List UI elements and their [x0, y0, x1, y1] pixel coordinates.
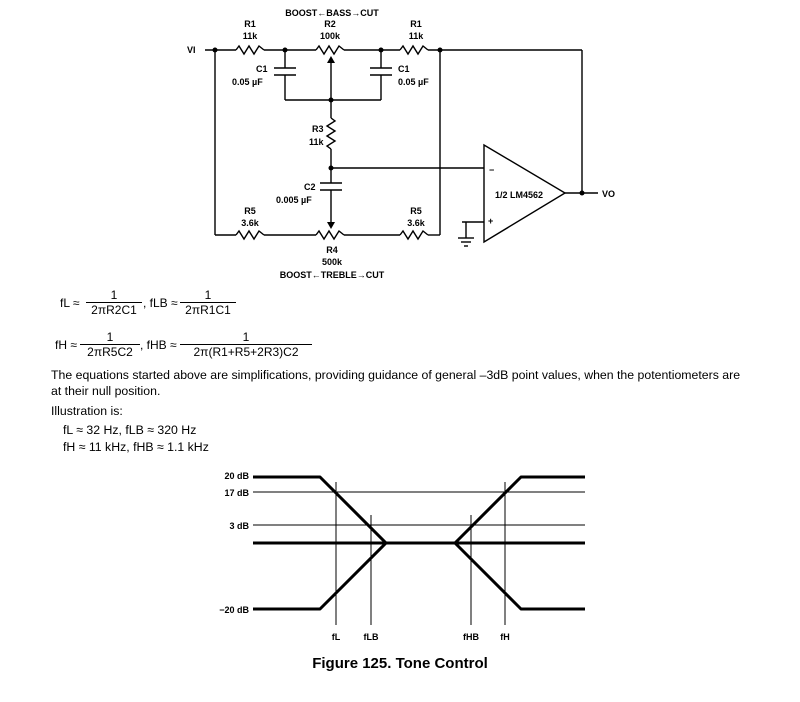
r5-left-name: R5 — [244, 206, 256, 216]
eq-fhb-lhs: , fHB ≈ — [140, 338, 177, 352]
treble-label: BOOST←TREBLE→CUT — [280, 270, 385, 280]
c1-left-value: 0.05 µF — [232, 77, 263, 87]
r3-value: 11k — [309, 137, 325, 147]
eq-fh-den: 2πR5C2 — [87, 345, 133, 359]
eq-flb-lhs: , fLB ≈ — [143, 296, 178, 310]
r1-left-name: R1 — [244, 19, 256, 29]
eq-fl-den: 2πR2C1 — [91, 303, 137, 317]
opamp-minus: − — [489, 165, 494, 175]
r1-right-value: 11k — [409, 31, 425, 41]
eq-fh-fraction: 1 2πR5C2 — [80, 330, 140, 359]
vout-label: VO — [602, 189, 615, 199]
c1-right-value: 0.05 µF — [398, 77, 429, 87]
r1-left-resistor — [235, 44, 265, 56]
bass-label: BOOST←BASS→CUT — [285, 8, 379, 18]
eq-fl-num: 1 — [110, 288, 118, 302]
c2-name: C2 — [304, 182, 316, 192]
r1-left-value: 11k — [243, 31, 259, 41]
y-label-17db: 17 dB — [224, 488, 249, 498]
eq-flb-fraction: 1 2πR1C1 — [180, 288, 236, 317]
y-label-20db: 20 dB — [224, 471, 249, 481]
eq-fhb-num: 1 — [242, 330, 250, 344]
r4-name: R4 — [326, 245, 338, 255]
eq-fh-lhs: fH ≈ — [55, 338, 77, 352]
eq-fl-lhs: fL ≈ — [60, 296, 80, 310]
r2-potentiometer — [315, 44, 345, 56]
r5-left-value: 3.6k — [241, 218, 260, 228]
eq-flb-num: 1 — [204, 288, 212, 302]
r5-right-name: R5 — [410, 206, 422, 216]
r4-value: 500k — [322, 257, 343, 267]
vin-label: VI — [187, 45, 196, 55]
r5-right-resistor — [399, 229, 429, 241]
c1-right-name: C1 — [398, 64, 410, 74]
r2-value: 100k — [320, 31, 341, 41]
reference-lines — [253, 482, 585, 625]
explanation-paragraph: The equations started above are simplifi… — [51, 368, 741, 398]
eq-fhb-den: 2π(R1+R5+2R3)C2 — [193, 345, 299, 359]
eq-flb-den: 2πR1C1 — [185, 303, 231, 317]
x-label-fh: fH — [500, 632, 510, 642]
r5-left-resistor — [235, 229, 265, 241]
r4-potentiometer — [315, 229, 345, 241]
illustration-line-1: fL ≈ 32 Hz, fLB ≈ 320 Hz — [63, 423, 197, 437]
illustration-heading: Illustration is: — [51, 404, 123, 418]
bass-wiper-arrow — [327, 56, 335, 63]
x-label-fl: fL — [332, 632, 341, 642]
tone-control-schematic: BOOST←BASS→CUT R1 11k R2 100k R1 11k VI … — [187, 8, 615, 280]
c1-left-name: C1 — [256, 64, 268, 74]
boost-response — [253, 475, 585, 545]
y-label-minus20db: −20 dB — [219, 605, 249, 615]
r1-right-name: R1 — [410, 19, 422, 29]
treble-wiper-arrow — [327, 222, 335, 229]
opamp-plus: + — [488, 216, 493, 226]
x-label-fhb: fHB — [463, 632, 479, 642]
op-amp-symbol — [483, 143, 567, 244]
c2-value: 0.005 µF — [276, 195, 312, 205]
cut-response — [253, 541, 585, 611]
r5-right-value: 3.6k — [407, 218, 426, 228]
eq-fhb-fraction: 1 2π(R1+R5+2R3)C2 — [180, 330, 312, 359]
r1-right-resistor — [399, 44, 429, 56]
eq-fh-num: 1 — [106, 330, 114, 344]
r2-name: R2 — [324, 19, 336, 29]
frequency-response-graph: 20 dB 17 dB 3 dB −20 dB fL fLB fHB fH — [219, 471, 585, 642]
x-label-flb: fLB — [364, 632, 379, 642]
r3-name: R3 — [312, 124, 324, 134]
y-label-3db: 3 dB — [229, 521, 249, 531]
opamp-label: 1/2 LM4562 — [495, 190, 543, 200]
figure-caption: Figure 125. Tone Control — [312, 655, 488, 672]
illustration-line-2: fH ≈ 11 kHz, fHB ≈ 1.1 kHz — [63, 440, 209, 454]
r3-resistor — [325, 117, 337, 150]
eq-fl-fraction: 1 2πR2C1 — [86, 288, 142, 317]
